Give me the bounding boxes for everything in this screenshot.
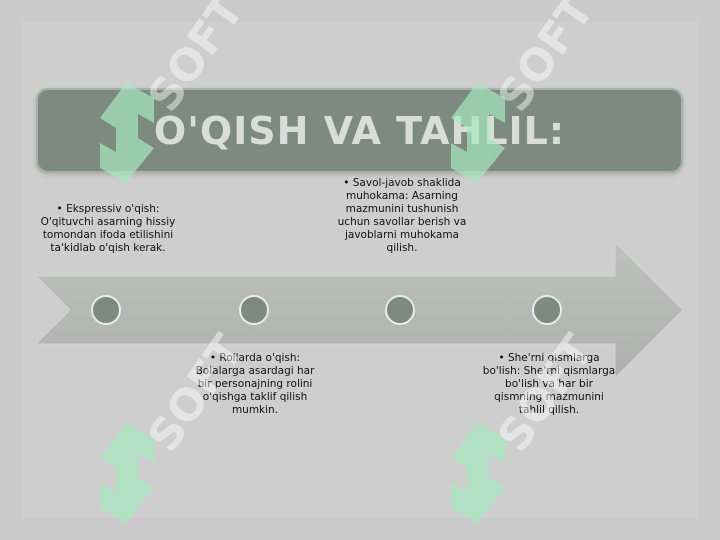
- timeline-arrow-shape: [34, 240, 684, 380]
- timeline-node-4: [532, 295, 562, 325]
- timeline-item-1: • Ekspressiv o'qish: O'qituvchi asarning…: [40, 203, 176, 254]
- timeline-node-2: [239, 295, 269, 325]
- timeline-item-4: • She'rni qismlarga bo'lish: She'rni qis…: [482, 352, 616, 416]
- timeline-item-3: • Savol-javob shaklida muhokama: Asarnin…: [337, 177, 467, 254]
- timeline-node-1: [91, 295, 121, 325]
- timeline-item-2: • Rollarda o'qish: Bolalarga asardagi ha…: [195, 352, 315, 416]
- timeline-node-3: [385, 295, 415, 325]
